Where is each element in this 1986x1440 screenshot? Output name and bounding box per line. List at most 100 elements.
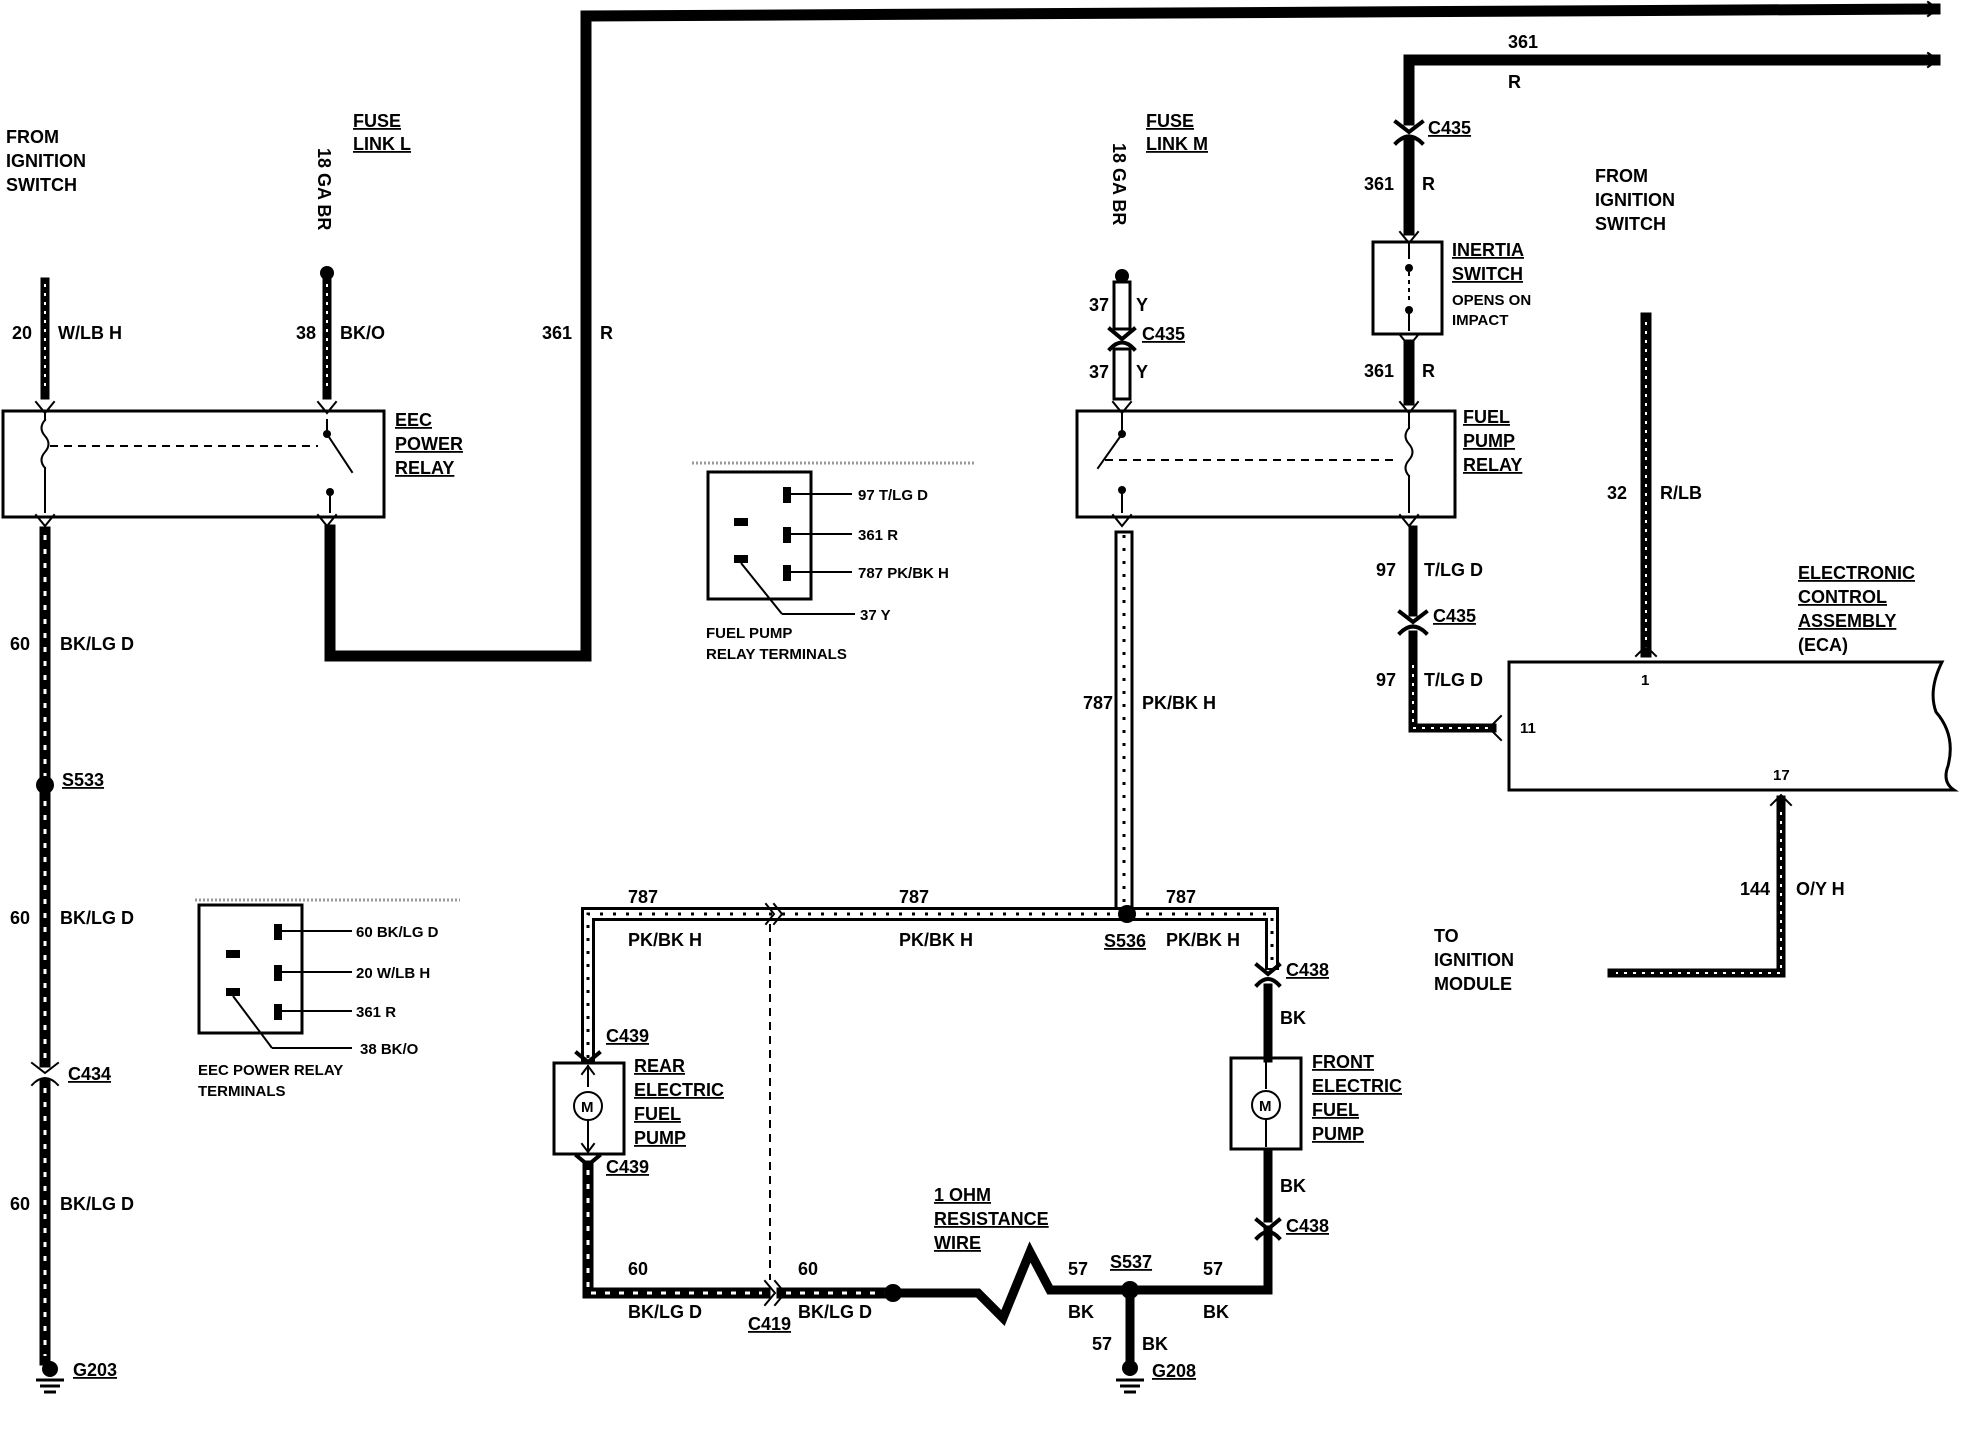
wire-787-vertical	[1114, 530, 1134, 912]
wire-97-lower	[1408, 630, 1503, 742]
ground-g203-label: G203	[73, 1360, 117, 1380]
fp-terminal-pin-787: 787 PK/BK H	[858, 565, 949, 582]
wire-37b-number: 37	[1089, 362, 1109, 382]
svg-text:PUMP: PUMP	[634, 1128, 686, 1148]
connector-c419-label: C419	[748, 1314, 791, 1334]
connector-c434	[30, 1061, 60, 1087]
fp-relay-terminal-view	[692, 461, 975, 615]
wire-787m-number: 787	[899, 887, 929, 907]
fp-terminal-pin-37: 37 Y	[860, 607, 891, 624]
wire-144	[1607, 793, 1793, 978]
svg-text:IGNITION: IGNITION	[6, 151, 86, 171]
wire-787m-color: PK/BK H	[899, 930, 973, 950]
svg-text:FROM: FROM	[1595, 166, 1648, 186]
eec-terminal-pin-38: 38 BK/O	[360, 1041, 419, 1058]
rear-electric-fuel-pump: M	[552, 1061, 626, 1156]
wire-37a-number: 37	[1089, 295, 1109, 315]
wire-361-top-color: R	[1508, 72, 1521, 92]
eca-module	[1507, 660, 1959, 792]
rear-pump-motor-symbol: M	[581, 1099, 594, 1116]
wire-361-low-color: R	[1422, 361, 1435, 381]
svg-text:FUEL: FUEL	[634, 1104, 681, 1124]
wire-60e-color: BK/LG D	[798, 1302, 872, 1322]
svg-text:TO: TO	[1434, 926, 1459, 946]
front-pump-motor-symbol: M	[1259, 1098, 1272, 1115]
svg-text:SWITCH: SWITCH	[1595, 214, 1666, 234]
eca-pin-11: 11	[1520, 720, 1536, 737]
fuse-link-l-gauge: 18 GA BR	[314, 148, 334, 230]
wire-787l-number: 787	[628, 887, 658, 907]
from-ignition-left-label: FROM IGNITION SWITCH	[6, 127, 86, 195]
svg-text:TERMINALS: TERMINALS	[198, 1083, 286, 1100]
svg-text:EEC POWER RELAY: EEC POWER RELAY	[198, 1062, 343, 1079]
wire-60a-number: 60	[10, 634, 30, 654]
eca-pin-17: 17	[1773, 767, 1790, 784]
wire-38-number: 38	[296, 323, 316, 343]
connector-c435-a	[1107, 326, 1137, 352]
svg-text:POWER: POWER	[395, 434, 463, 454]
connector-c438-top-label: C438	[1286, 960, 1329, 980]
resistance-wire	[895, 1241, 1135, 1326]
wire-60d-color: BK/LG D	[628, 1302, 702, 1322]
wire-361-low-number: 361	[1364, 361, 1394, 381]
svg-text:FUSE: FUSE	[1146, 111, 1194, 131]
wire-60a-color: BK/LG D	[60, 634, 134, 654]
splice-s533-label: S533	[62, 770, 104, 790]
svg-text:RELAY: RELAY	[395, 458, 454, 478]
wire-32-number: 32	[1607, 483, 1627, 503]
wire-20-color: W/LB H	[58, 323, 122, 343]
wire-144-number: 144	[1740, 879, 1770, 899]
wire-361-arrow-top	[1926, 0, 1940, 18]
svg-text:FUSE: FUSE	[353, 111, 401, 131]
svg-text:RELAY TERMINALS: RELAY TERMINALS	[706, 646, 847, 663]
wire-60c-number: 60	[10, 1194, 30, 1214]
ground-g203	[36, 1361, 64, 1394]
connector-c435-top	[1393, 119, 1425, 146]
svg-text:WIRE: WIRE	[934, 1233, 981, 1253]
inertia-switch-label: INERTIA SWITCH OPENS ON IMPACT	[1452, 240, 1531, 329]
connector-c435-b-label: C435	[1433, 606, 1476, 626]
svg-text:CONTROL: CONTROL	[1798, 587, 1887, 607]
splice-s536-label: S536	[1104, 931, 1146, 951]
wire-32	[1634, 312, 1658, 658]
splice-s533	[36, 776, 54, 794]
wire-60e-number: 60	[798, 1259, 818, 1279]
wire-38-color: BK/O	[340, 323, 385, 343]
fuse-link-m-gauge: 18 GA BR	[1109, 143, 1129, 225]
wire-787r-number: 787	[1166, 887, 1196, 907]
eec-terminal-caption: EEC POWER RELAY TERMINALS	[198, 1062, 343, 1100]
wire-37a-color: Y	[1136, 295, 1148, 315]
wire-37-lower	[1112, 347, 1132, 401]
wire-32-color: R/LB	[1660, 483, 1702, 503]
ground-g208	[1116, 1360, 1144, 1394]
fuel-pump-relay	[1075, 400, 1457, 528]
splice-s537-label: S537	[1110, 1252, 1152, 1272]
eec-terminal-pin-60: 60 BK/LG D	[356, 924, 439, 941]
front-electric-fuel-pump: M	[1229, 1056, 1303, 1151]
wire-97a-number: 97	[1376, 560, 1396, 580]
svg-text:FRONT: FRONT	[1312, 1052, 1374, 1072]
wire-57-right	[1125, 1225, 1273, 1295]
svg-text:LINK L: LINK L	[353, 134, 411, 154]
svg-text:ELECTRIC: ELECTRIC	[634, 1080, 724, 1100]
wire-20-number: 20	[12, 323, 32, 343]
splice-s536	[1118, 905, 1136, 923]
wire-144-color: O/Y H	[1796, 879, 1845, 899]
wire-57c-color: BK	[1142, 1334, 1168, 1354]
eec-power-relay-label: EEC POWER RELAY	[395, 410, 463, 478]
wire-57b-color: BK	[1203, 1302, 1229, 1322]
wire-97b-color: T/LG D	[1424, 670, 1483, 690]
connector-c435-a-label: C435	[1142, 324, 1185, 344]
wire-361-mid-color: R	[1422, 174, 1435, 194]
wire-361-mid-number: 361	[1364, 174, 1394, 194]
svg-text:OPENS ON: OPENS ON	[1452, 292, 1531, 309]
resistance-wire-label: 1 OHM RESISTANCE WIRE	[934, 1185, 1049, 1253]
fuse-link-m-terminal	[1115, 269, 1129, 283]
svg-text:IGNITION: IGNITION	[1434, 950, 1514, 970]
to-ignition-module-label: TO IGNITION MODULE	[1434, 926, 1514, 994]
wire-60d-number: 60	[628, 1259, 648, 1279]
wire-60b-color: BK/LG D	[60, 908, 134, 928]
svg-text:EEC: EEC	[395, 410, 432, 430]
connector-c435-b	[1397, 609, 1429, 636]
